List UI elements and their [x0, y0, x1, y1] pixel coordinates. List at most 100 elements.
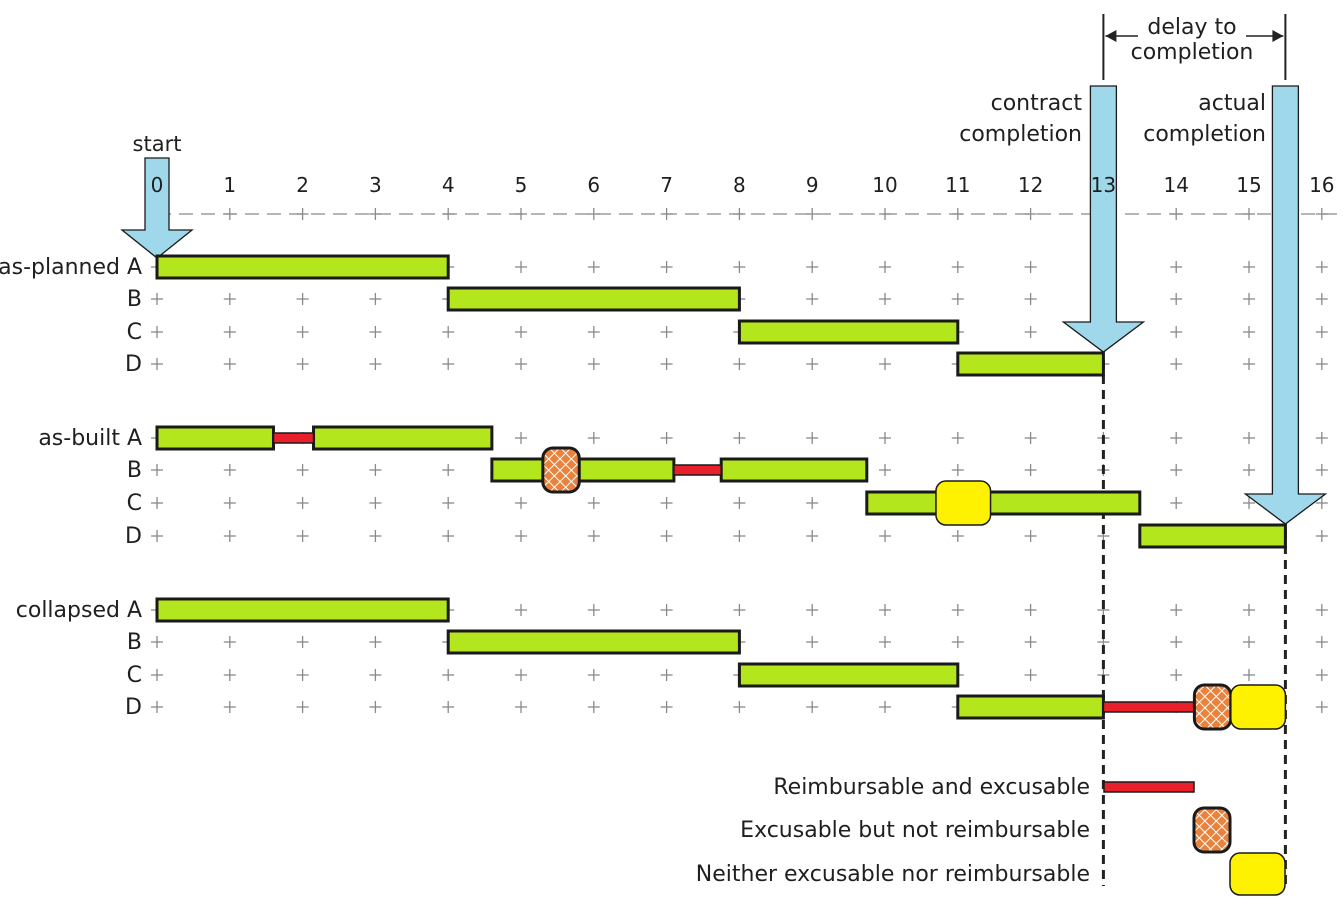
- grid-plus-mark: [660, 530, 673, 542]
- grid-plus-mark: [879, 464, 891, 476]
- grid-plus-mark: [806, 358, 819, 370]
- grid-plus-mark: [1315, 497, 1328, 509]
- axis-tick-label: 11: [945, 173, 970, 197]
- grid-plus-mark: [1170, 669, 1183, 681]
- neither-excusable-nor-reimbursable-delay: [935, 480, 992, 526]
- grid-plus-mark: [442, 464, 455, 476]
- grid-plus-mark: [296, 293, 309, 305]
- schedule-row-label: as-built A: [38, 426, 142, 451]
- actual-completion-arrow: [1243, 85, 1328, 525]
- axis-plus-mark: [1315, 208, 1328, 220]
- grid-plus-mark: [587, 530, 600, 542]
- grid-plus-mark: [806, 604, 819, 616]
- grid-plus-mark: [442, 530, 455, 542]
- grid-plus-mark: [879, 604, 891, 616]
- grid-plus-mark: [369, 464, 382, 476]
- grid-plus-mark: [151, 497, 163, 509]
- grid-plus-mark: [515, 497, 527, 509]
- legend-swatch-excusable: [1192, 806, 1232, 854]
- grid-plus-mark: [151, 358, 163, 370]
- grid-plus-mark: [1170, 358, 1183, 370]
- excusable-not-reimbursable-delay: [1192, 683, 1233, 731]
- axis-plus-mark: [587, 208, 600, 220]
- grid-plus-mark: [733, 530, 746, 542]
- schedule-row-label: B: [127, 287, 142, 312]
- axis-plus-mark: [1170, 208, 1183, 220]
- legend-label: Reimbursable and excusable: [773, 775, 1090, 800]
- grid-plus-mark: [1024, 669, 1037, 681]
- grid-plus-mark: [296, 326, 309, 338]
- grid-plus-mark: [1170, 261, 1183, 273]
- axis-tick-label: 0: [151, 173, 164, 197]
- grid-plus-mark: [515, 326, 527, 338]
- grid-plus-mark: [223, 636, 236, 648]
- grid-plus-mark: [1024, 326, 1037, 338]
- grid-plus-mark: [1315, 261, 1328, 273]
- grid-plus-mark: [1024, 636, 1037, 648]
- grid-plus-mark: [1024, 261, 1037, 273]
- grid-plus-mark: [369, 326, 382, 338]
- activity-bar: [490, 457, 676, 483]
- grid-plus-mark: [1315, 432, 1328, 444]
- grid-plus-mark: [296, 701, 309, 713]
- axis-plus-mark: [806, 208, 819, 220]
- grid-plus-mark: [296, 464, 309, 476]
- grid-plus-mark: [1243, 669, 1255, 681]
- grid-plus-mark: [442, 669, 455, 681]
- grid-plus-mark: [1243, 358, 1255, 370]
- grid-plus-mark: [879, 701, 891, 713]
- grid-plus-mark: [442, 326, 455, 338]
- grid-plus-mark: [587, 497, 600, 509]
- schedule-row-label: D: [125, 695, 142, 720]
- axis-plus-mark: [1024, 208, 1037, 220]
- activity-bar: [155, 597, 450, 623]
- grid-plus-mark: [1315, 604, 1328, 616]
- neither-excusable-nor-reimbursable-delay: [1230, 684, 1287, 730]
- grid-plus-mark: [151, 636, 163, 648]
- axis-tick-label: 16: [1309, 173, 1334, 197]
- start-arrow: [120, 157, 194, 259]
- activity-bar: [737, 319, 960, 345]
- schedule-row-label: C: [127, 320, 142, 345]
- grid-plus-mark: [1243, 464, 1255, 476]
- axis-plus-mark: [879, 208, 891, 220]
- grid-plus-mark: [515, 261, 527, 273]
- grid-plus-mark: [879, 293, 891, 305]
- grid-plus-mark: [879, 358, 891, 370]
- grid-plus-mark: [879, 530, 891, 542]
- grid-plus-mark: [515, 701, 527, 713]
- grid-plus-mark: [151, 701, 163, 713]
- grid-plus-mark: [587, 432, 600, 444]
- grid-plus-mark: [1315, 464, 1328, 476]
- reimbursable-excusable-delay: [673, 464, 722, 476]
- grid-plus-mark: [1243, 497, 1255, 509]
- reimbursable-excusable-delay: [1102, 701, 1196, 713]
- grid-plus-mark: [1315, 530, 1328, 542]
- axis-plus-mark: [1243, 208, 1255, 220]
- axis-tick-label: 9: [806, 173, 819, 197]
- contract-completion-label: contract: [991, 91, 1083, 116]
- grid-plus-mark: [223, 293, 236, 305]
- actual-completion-label: completion: [1143, 122, 1266, 147]
- schedule-row-label: as-planned A: [0, 255, 142, 280]
- grid-plus-mark: [660, 432, 673, 444]
- grid-plus-mark: [660, 604, 673, 616]
- grid-plus-mark: [1170, 604, 1183, 616]
- grid-plus-mark: [515, 669, 527, 681]
- milestone-arrows-layer: [120, 85, 1328, 525]
- grid-plus-mark: [296, 669, 309, 681]
- axis-plus-mark: [951, 208, 964, 220]
- grid-plus-mark: [369, 293, 382, 305]
- activity-bar: [956, 694, 1105, 720]
- legend-swatch-reimbursable: [1103, 781, 1195, 793]
- grid-plus-mark: [223, 358, 236, 370]
- axis-plus-mark: [223, 208, 236, 220]
- grid-plus-mark: [806, 530, 819, 542]
- grid-plus-mark: [660, 497, 673, 509]
- legend-label: Excusable but not reimbursable: [740, 818, 1090, 843]
- grid-plus-mark: [1024, 604, 1037, 616]
- axis-tick-label: 3: [369, 173, 382, 197]
- delay-bracket-arrowhead-left: [1105, 30, 1117, 42]
